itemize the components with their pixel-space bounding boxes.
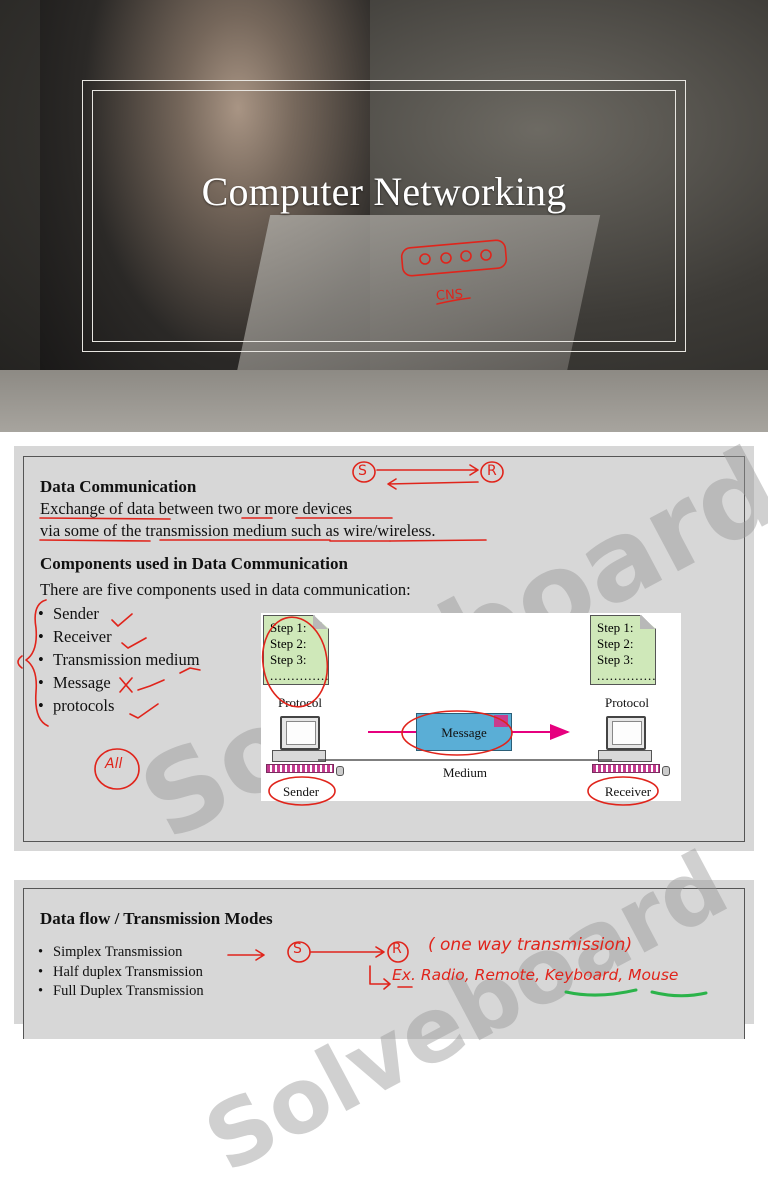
heading-components: Components used in Data Communication [40, 554, 348, 573]
handwritten-s-label: S [293, 941, 302, 957]
step-line: ................ [597, 668, 665, 683]
receiver-protocol-label: Protocol [604, 695, 650, 710]
handwritten-examples-note: Ex. Radio, Remote, Keyboard, Mouse [392, 966, 679, 984]
step-line: Step 1: [597, 620, 634, 635]
list-item: protocols [38, 694, 200, 717]
step-line: Step 2: [597, 636, 634, 651]
sender-computer-icon [266, 716, 344, 778]
list-item: Sender [38, 602, 200, 625]
step-line: Step 3: [270, 652, 307, 667]
handwritten-all-label: All [105, 756, 123, 772]
title-slide: Computer Networking CNS [0, 0, 768, 432]
handwritten-r-label: R [487, 463, 497, 479]
transmission-modes-slide [14, 880, 754, 1039]
receiver-protocol-note: Step 1: Step 2: Step 3: ................ [590, 615, 656, 685]
handwritten-one-way-note: ( one way transmission) [428, 935, 633, 955]
medium-label: Medium [442, 765, 488, 780]
handwritten-s-label: S [358, 463, 367, 479]
background-photo-desk [0, 370, 768, 432]
title-frame-outer [82, 80, 686, 352]
definition-line-2: via some of the transmission medium such… [40, 521, 436, 540]
note-fold-icon [313, 615, 329, 629]
step-line: Step 3: [597, 652, 634, 667]
handwritten-r-label: R [392, 941, 402, 957]
step-line: Step 2: [270, 636, 307, 651]
note-fold-icon [640, 615, 656, 629]
step-line: ................ [270, 668, 338, 683]
sender-protocol-label: Protocol [277, 695, 323, 710]
slide-title: Computer Networking [201, 169, 567, 214]
receiver-label: Receiver [604, 784, 652, 799]
list-item: Simplex Transmission [38, 943, 204, 963]
modes-list: Simplex Transmission Half duplex Transmi… [38, 943, 204, 1002]
receiver-computer-icon [592, 716, 670, 778]
list-item: Receiver [38, 625, 200, 648]
handwritten-cns-label: CNS [435, 287, 464, 304]
title-frame-inner [92, 90, 676, 342]
list-item: Half duplex Transmission [38, 963, 204, 983]
heading-data-communication: Data Communication [40, 477, 197, 496]
components-intro: There are five components used in data c… [40, 580, 411, 599]
list-item: Full Duplex Transmission [38, 982, 204, 1002]
list-item: Message [38, 671, 200, 694]
list-item: Transmission medium [38, 648, 200, 671]
components-list: Sender Receiver Transmission medium Mess… [38, 602, 200, 717]
definition-line-1: Exchange of data between two or more dev… [40, 499, 352, 518]
heading-transmission-modes: Data flow / Transmission Modes [40, 909, 273, 928]
sender-label: Sender [282, 784, 320, 799]
message-corner-icon [494, 715, 508, 727]
